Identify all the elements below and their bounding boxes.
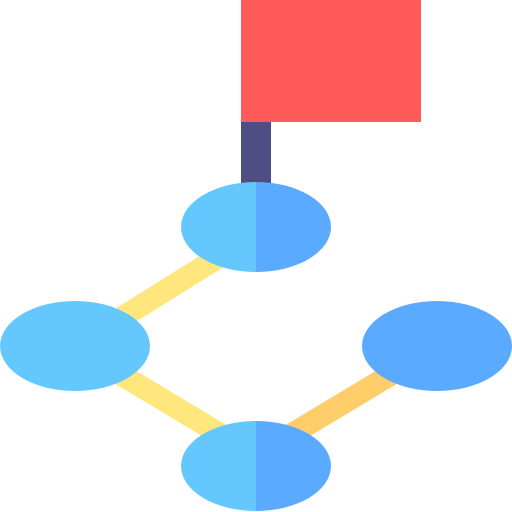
node-top-right-half <box>256 182 331 272</box>
flag-pole <box>241 120 271 190</box>
node-bottom-right-half <box>256 421 331 511</box>
node-right <box>362 301 512 391</box>
flag <box>241 0 421 122</box>
node-bottom-left-half <box>181 421 256 511</box>
connector-bottom-right <box>276 358 408 450</box>
connector-left-bottom <box>104 358 236 450</box>
node-left <box>0 301 150 391</box>
node-top-left-half <box>181 182 256 272</box>
node-top <box>181 182 331 272</box>
node-bottom <box>181 421 331 511</box>
